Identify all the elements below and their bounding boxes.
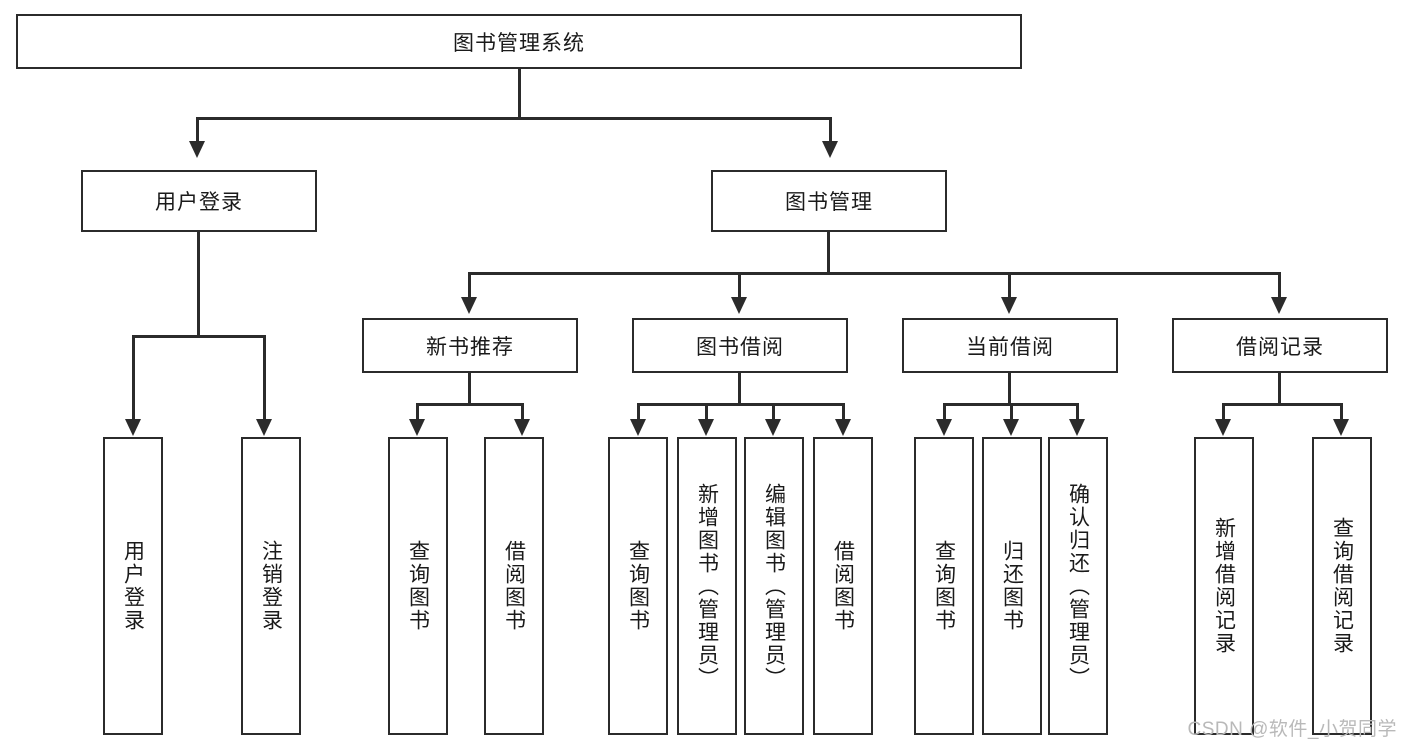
node-leaf-borrow-book-2-label: 借阅图书	[831, 540, 855, 632]
edge-book-borrow-stem	[738, 373, 741, 406]
node-leaf-borrow-book-2[interactable]: 借阅图书	[813, 437, 873, 735]
edge-root-to-user-login	[196, 117, 199, 143]
node-book-borrow-label: 图书借阅	[696, 335, 784, 359]
node-leaf-add-book[interactable]: 新增图书（管理员）	[677, 437, 737, 735]
edge-borrow-record-stem	[1278, 373, 1281, 406]
edge-new-book-recommend-bus	[416, 403, 524, 406]
node-book-manage-label: 图书管理	[785, 191, 873, 214]
node-leaf-query-record[interactable]: 查询借阅记录	[1312, 437, 1372, 735]
arrow-new-book-recommend-to-leaf-2	[514, 419, 530, 436]
node-leaf-query-book-2-label: 查询图书	[626, 540, 650, 632]
node-leaf-user-login[interactable]: 用户登录	[103, 437, 163, 735]
arrow-current-borrow-to-leaf-2	[1003, 419, 1019, 436]
edge-current-borrow-to-leaf-1	[943, 403, 946, 421]
node-book-manage[interactable]: 图书管理	[711, 170, 947, 232]
node-leaf-return-book-label: 归还图书	[1000, 540, 1024, 632]
edge-book-manage-to-new-book-recommend	[468, 272, 471, 299]
node-leaf-edit-book-label: 编辑图书（管理员）	[762, 482, 786, 690]
node-leaf-query-book-3[interactable]: 查询图书	[914, 437, 974, 735]
node-leaf-confirm-return-label: 确认归还（管理员）	[1066, 482, 1090, 690]
edge-user-login-to-leaf-2	[263, 335, 266, 421]
arrow-book-manage-to-book-borrow	[731, 297, 747, 314]
edge-root-stem	[518, 69, 521, 117]
node-leaf-query-book-1[interactable]: 查询图书	[388, 437, 448, 735]
node-leaf-add-book-label: 新增图书（管理员）	[695, 482, 719, 690]
edge-book-borrow-to-leaf-1	[637, 403, 640, 421]
node-leaf-query-record-label: 查询借阅记录	[1330, 517, 1354, 655]
edge-root-bus	[196, 117, 832, 120]
node-leaf-borrow-book-1[interactable]: 借阅图书	[484, 437, 544, 735]
arrow-current-borrow-to-leaf-3	[1069, 419, 1085, 436]
arrow-book-manage-to-borrow-record	[1271, 297, 1287, 314]
edge-book-borrow-to-leaf-3	[772, 403, 775, 421]
node-book-borrow[interactable]: 图书借阅	[632, 318, 848, 373]
node-leaf-logout-login[interactable]: 注销登录	[241, 437, 301, 735]
edge-new-book-recommend-stem	[468, 373, 471, 406]
edge-current-borrow-to-leaf-2	[1010, 403, 1013, 421]
arrow-book-manage-to-current-borrow	[1001, 297, 1017, 314]
edge-borrow-record-bus	[1222, 403, 1342, 406]
node-borrow-record-label: 借阅记录	[1236, 335, 1324, 359]
arrow-new-book-recommend-to-leaf-1	[409, 419, 425, 436]
arrow-root-to-book-manage	[822, 141, 838, 158]
arrow-root-to-user-login	[189, 141, 205, 158]
edge-current-borrow-stem	[1008, 373, 1011, 406]
edge-current-borrow-to-leaf-3	[1076, 403, 1079, 421]
edge-new-book-recommend-to-leaf-1	[416, 403, 419, 421]
edge-user-login-to-leaf-1	[132, 335, 135, 421]
node-leaf-edit-book[interactable]: 编辑图书（管理员）	[744, 437, 804, 735]
node-new-book-recommend[interactable]: 新书推荐	[362, 318, 578, 373]
node-user-login[interactable]: 用户登录	[81, 170, 317, 232]
edge-borrow-record-to-leaf-1	[1222, 403, 1225, 421]
arrow-book-borrow-to-leaf-3	[765, 419, 781, 436]
edge-book-borrow-to-leaf-2	[705, 403, 708, 421]
node-leaf-user-login-label: 用户登录	[121, 540, 145, 632]
edge-root-to-book-manage	[829, 117, 832, 143]
edge-book-manage-to-borrow-record	[1278, 272, 1281, 299]
node-leaf-query-book-3-label: 查询图书	[932, 540, 956, 632]
watermark: CSDN @软件_小贺同学	[1187, 719, 1397, 740]
node-current-borrow-label: 当前借阅	[966, 335, 1054, 359]
arrow-book-borrow-to-leaf-2	[698, 419, 714, 436]
arrow-user-login-to-leaf-1	[125, 419, 141, 436]
node-leaf-return-book[interactable]: 归还图书	[982, 437, 1042, 735]
edge-book-manage-stem	[827, 232, 830, 274]
node-leaf-query-book-2[interactable]: 查询图书	[608, 437, 668, 735]
node-leaf-add-record[interactable]: 新增借阅记录	[1194, 437, 1254, 735]
edge-user-login-bus	[132, 335, 266, 338]
arrow-current-borrow-to-leaf-1	[936, 419, 952, 436]
arrow-borrow-record-to-leaf-2	[1333, 419, 1349, 436]
arrow-user-login-to-leaf-2	[256, 419, 272, 436]
edge-book-manage-to-current-borrow	[1008, 272, 1011, 299]
node-new-book-recommend-label: 新书推荐	[426, 335, 514, 359]
node-borrow-record[interactable]: 借阅记录	[1172, 318, 1388, 373]
node-root-label: 图书管理系统	[453, 31, 585, 55]
edge-borrow-record-to-leaf-2	[1340, 403, 1343, 421]
node-user-login-label: 用户登录	[155, 191, 243, 214]
edge-book-manage-to-book-borrow	[738, 272, 741, 299]
arrow-book-borrow-to-leaf-1	[630, 419, 646, 436]
arrow-book-manage-to-new-book-recommend	[461, 297, 477, 314]
edge-user-login-stem	[197, 232, 200, 338]
node-root[interactable]: 图书管理系统	[16, 14, 1022, 69]
arrow-book-borrow-to-leaf-4	[835, 419, 851, 436]
edge-new-book-recommend-to-leaf-2	[521, 403, 524, 421]
node-leaf-borrow-book-1-label: 借阅图书	[502, 540, 526, 632]
node-leaf-query-book-1-label: 查询图书	[406, 540, 430, 632]
edge-book-borrow-bus	[637, 403, 845, 406]
node-current-borrow[interactable]: 当前借阅	[902, 318, 1118, 373]
arrow-borrow-record-to-leaf-1	[1215, 419, 1231, 436]
edge-book-manage-bus	[468, 272, 1280, 275]
edge-book-borrow-to-leaf-4	[842, 403, 845, 421]
node-leaf-logout-login-label: 注销登录	[259, 540, 283, 632]
node-leaf-add-record-label: 新增借阅记录	[1212, 517, 1236, 655]
node-leaf-confirm-return[interactable]: 确认归还（管理员）	[1048, 437, 1108, 735]
